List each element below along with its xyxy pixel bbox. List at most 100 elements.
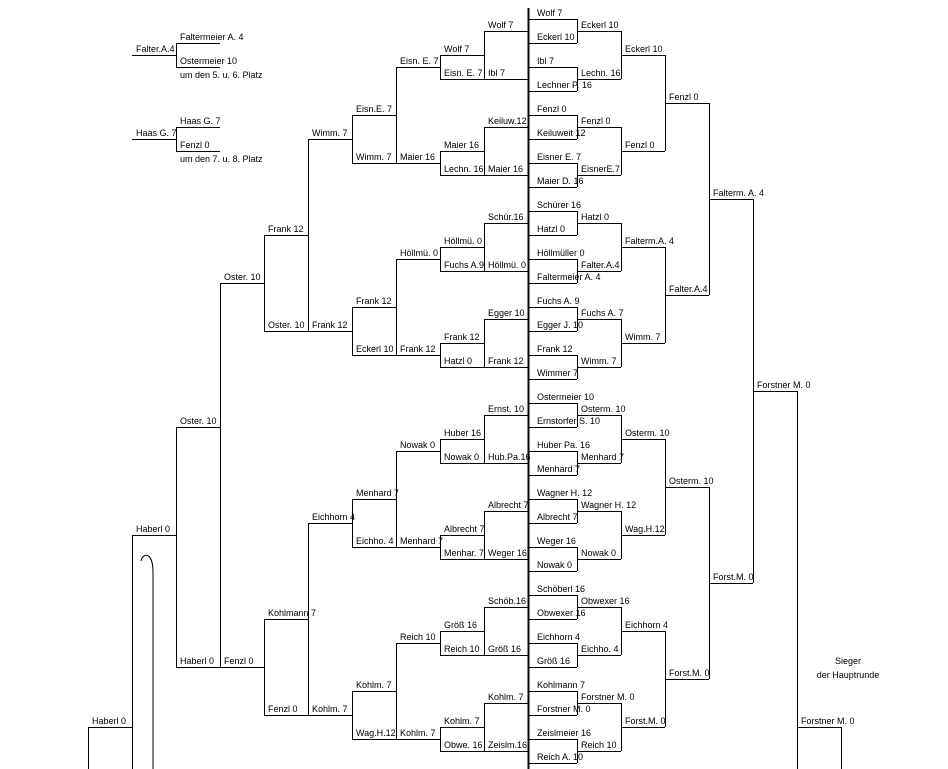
consolation-round-1-entry: Weger 16	[488, 548, 527, 558]
placement-player: Fenzl 0	[180, 140, 210, 150]
consolation-round-2-entry: Huber 16	[444, 428, 481, 438]
main-round-2-entry: Falter.A.4	[581, 260, 620, 270]
consolation-round-2-entry: Wolf 7	[444, 44, 469, 54]
consolation-round-2-entry: Menhar. 7	[444, 548, 484, 558]
consolation-round-1-entry: Zeislm.16	[488, 740, 527, 750]
main-round-1-entry: Faltermeier A. 4	[537, 272, 601, 282]
main-round-1-entry: Ernstorfer S. 10	[537, 416, 600, 426]
main-round-1-entry: Fenzl 0	[537, 104, 567, 114]
consolation-round-1-entry: Hub.Pa.16	[488, 452, 531, 462]
consolation-round-2-entry: Obwe. 16	[444, 740, 483, 750]
main-round-1-entry: Frank 12	[537, 344, 573, 354]
consolation-round-1-entry: Schöb.16	[488, 596, 526, 606]
main-round-1-entry: Huber Pa. 16	[537, 440, 590, 450]
main-round-2-entry: Eichho. 4	[581, 644, 619, 654]
main-round-4-entry: Osterm. 10	[669, 476, 714, 486]
consolation-round-1-entry: Wolf 7	[488, 20, 513, 30]
consolation-round-2-entry: Kohlm. 7	[444, 716, 480, 726]
curved-connector	[140, 554, 154, 769]
winner-caption: Sieger	[835, 656, 861, 666]
consolation-round-6-entry: Frank 12	[268, 224, 304, 234]
main-round-3-entry: Falterm.A. 4	[625, 236, 674, 246]
consolation-round-4-entry: Eichho. 4	[356, 536, 394, 546]
consolation-round-2-entry: Höllmü. 0	[444, 236, 482, 246]
consolation-round-8-entry: Haberl 0	[180, 656, 214, 666]
consolation-round-2-entry: Lechn. 16	[444, 164, 484, 174]
consolation-round-1-entry: Kohlm. 7	[488, 692, 524, 702]
main-round-1-entry: Reich A. 10	[537, 752, 583, 762]
consolation-round-3-entry: Eisn. E. 7	[400, 56, 439, 66]
consolation-round-3-entry: Maier 16	[400, 152, 435, 162]
main-round-1-entry: Ibl 7	[537, 56, 554, 66]
consolation-round-2-entry: Hatzl 0	[444, 356, 472, 366]
main-round-1-entry: Nowak 0	[537, 560, 572, 570]
consolation-round-4-entry: Menhard 7	[356, 488, 399, 498]
main-round-2-entry: Wimm. 7	[581, 356, 617, 366]
main-round-1-entry: Obwexer 16	[537, 608, 586, 618]
consolation-round-2-entry: Eisn. E. 7	[444, 68, 483, 78]
consolation-round-2-entry: Größ 16	[444, 620, 477, 630]
consolation-round-1-entry: Größ 16	[488, 644, 521, 654]
consolation-round-4-entry: Kohlm. 7	[356, 680, 392, 690]
main-round-1-entry: Egger J. 10	[537, 320, 583, 330]
main-round-1-entry: Eichhorn 4	[537, 632, 580, 642]
main-round-6-entry: Forstner M. 0	[757, 380, 811, 390]
consolation-round-4-entry: Wimm. 7	[356, 152, 392, 162]
main-round-4-entry: Falter.A.4	[669, 284, 708, 294]
main-round-3-entry: Wimm. 7	[625, 332, 661, 342]
consolation-round-3-entry: Kohlm. 7	[400, 728, 436, 738]
main-round-1-entry: Keiluweit 12	[537, 128, 586, 138]
main-round-1-entry: Eckerl 10	[537, 32, 575, 42]
main-round-1-entry: Wagner H. 12	[537, 488, 592, 498]
main-round-2-entry: Wagner H. 12	[581, 500, 636, 510]
placement-player: Haas G. 7	[180, 116, 221, 126]
main-round-1-entry: Größ 16	[537, 656, 570, 666]
consolation-round-5-entry: Kohlm. 7	[312, 704, 348, 714]
main-round-2-entry: Nowak 0	[581, 548, 616, 558]
consolation-round-3-entry: Höllmü. 0	[400, 248, 438, 258]
main-round-3-entry: Forst.M. 0	[625, 716, 666, 726]
main-round-3-entry: Eckerl 10	[625, 44, 663, 54]
main-round-1-entry: Menhard 7	[537, 464, 580, 474]
main-round-1-entry: Zeislmeier 16	[537, 728, 591, 738]
main-round-1-entry: Hatzl 0	[537, 224, 565, 234]
consolation-round-5-entry: Eichhorn 4	[312, 512, 355, 522]
main-round-1-entry: Forstner M. 0	[537, 704, 591, 714]
consolation-round-3-entry: Nowak 0	[400, 440, 435, 450]
main-round-1-entry: Ostermeier 10	[537, 392, 594, 402]
main-round-2-entry: Forstner M. 0	[581, 692, 635, 702]
main-round-1-entry: Eisner E. 7	[537, 152, 581, 162]
winner-caption: der Hauptrunde	[817, 670, 880, 680]
placement-caption: um den 5. u. 6. Platz	[180, 70, 263, 80]
main-round-1-entry: Wolf 7	[537, 8, 562, 18]
consolation-round-2-entry: Albrecht 7	[444, 524, 485, 534]
main-round-5-entry: Forst.M. 0	[713, 572, 754, 582]
consolation-round-10-entry: Haberl 0	[92, 716, 126, 726]
consolation-round-7-entry: Fenzl 0	[224, 656, 254, 666]
main-round-1-entry: Maier D. 16	[537, 176, 584, 186]
consolation-round-2-entry: Nowak 0	[444, 452, 479, 462]
consolation-round-6-entry: Fenzl 0	[268, 704, 298, 714]
consolation-round-9-entry: Haberl 0	[136, 524, 170, 534]
main-round-4-entry: Forst.M. 0	[669, 668, 710, 678]
main-round-4-entry: Fenzl 0	[669, 92, 699, 102]
consolation-round-1-entry: Maier 16	[488, 164, 523, 174]
main-round-2-entry: Reich 10	[581, 740, 617, 750]
main-round-3-entry: Fenzl 0	[625, 140, 655, 150]
consolation-round-4-entry: Eckerl 10	[356, 344, 394, 354]
placement-player: Ostermeier 10	[180, 56, 237, 66]
main-round-2-entry: Fuchs A. 7	[581, 308, 624, 318]
main-round-winner-entry: Forstner M. 0	[801, 716, 855, 726]
main-round-2-entry: Hatzl 0	[581, 212, 609, 222]
placement-winner: Haas G. 7	[136, 128, 177, 138]
main-round-1-entry: Weger 16	[537, 536, 576, 546]
main-round-1-entry: Höllmüller 0	[537, 248, 585, 258]
consolation-round-1-entry: Frank 12	[488, 356, 524, 366]
consolation-round-3-entry: Menhard 7	[400, 536, 443, 546]
main-round-2-entry: Fenzl 0	[581, 116, 611, 126]
main-round-2-entry: Osterm. 10	[581, 404, 626, 414]
placement-player: Faltermeier A. 4	[180, 32, 244, 42]
consolation-round-2-entry: Frank 12	[444, 332, 480, 342]
